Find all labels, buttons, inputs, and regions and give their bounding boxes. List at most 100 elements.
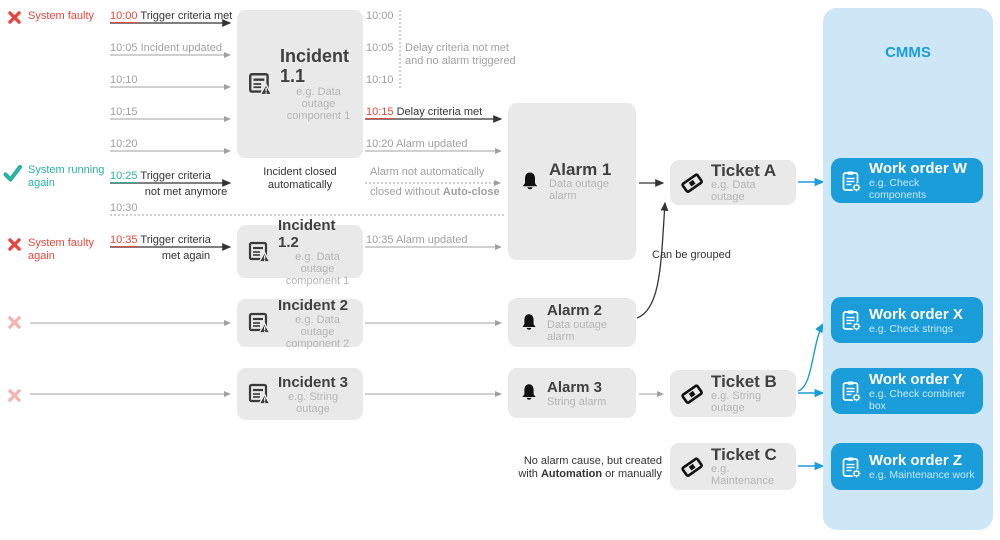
work-order-z-box: Work order Z e.g. Maintenance work: [831, 443, 983, 490]
incident-subtitle: outage: [296, 402, 330, 415]
work-order-subtitle: e.g. Check combiner box: [869, 387, 966, 412]
alarm-3-box: Alarm 3 String alarm: [508, 368, 636, 418]
timestamp: 10:10: [110, 74, 138, 86]
note-line: with Automation or manually: [518, 468, 662, 480]
ticket-title: Ticket B: [711, 372, 777, 391]
event-label: Trigger criteria: [140, 170, 211, 182]
auto-close-keyword: Auto-close: [442, 186, 500, 198]
incident-title: Incident 1.1: [280, 46, 350, 86]
note-line: Alarm not automatically: [370, 166, 485, 178]
event-label: Delay criteria met: [396, 106, 483, 118]
incident-title: Incident 3: [278, 373, 349, 391]
timestamp: 10:20: [110, 138, 138, 150]
incident-subtitle: e.g. Data outage: [295, 313, 340, 338]
alarm-2-box: Alarm 2 Data outage alarm: [508, 298, 636, 347]
alarm-subtitle: Data outage alarm: [547, 319, 607, 343]
timestamp: 10:05: [366, 42, 394, 54]
status-label: again: [28, 250, 55, 262]
status-system-running: System running again: [28, 164, 104, 190]
alarm-title: Alarm 1: [549, 160, 612, 179]
check-icon: [3, 164, 23, 188]
work-order-subtitle: e.g. Maintenance work: [869, 469, 975, 481]
work-order-subtitle: e.g. Check components: [869, 177, 927, 201]
work-order-title: Work order W: [869, 160, 968, 177]
incident-icon: [247, 240, 271, 264]
incident-title: Incident 1.2: [278, 216, 336, 251]
x-icon: [7, 10, 22, 30]
clipboard-gear-icon: [839, 308, 863, 332]
event-label: Incident updated: [140, 42, 222, 54]
incident-icon: [247, 311, 271, 335]
event-label: Trigger criteria: [140, 234, 211, 246]
incident-subtitle: e.g. String: [287, 390, 339, 403]
timestamp: 10:35: [110, 234, 138, 247]
incident-subtitle: component 1: [285, 274, 350, 287]
incident-icon: [247, 71, 273, 97]
event-label: Alarm updated: [395, 234, 468, 246]
note-line: closed without: [370, 186, 443, 198]
status-system-faulty: System faulty: [28, 10, 94, 23]
event-label: Alarm updated: [395, 138, 468, 150]
work-order-subtitle: e.g. Check strings: [869, 322, 954, 335]
timeline-row-1035-line2: met again: [136, 250, 236, 263]
clipboard-gear-icon: [839, 379, 863, 403]
timeline-row-1020: 10:20: [110, 138, 138, 151]
timestamp: 10:20: [366, 138, 394, 150]
work-order-w-box: Work order W e.g. Check components: [831, 158, 983, 203]
ticket-title: Ticket A: [711, 161, 777, 180]
alarm-1-box: Alarm 1 Data outage alarm: [508, 103, 636, 260]
ticket-icon: [680, 382, 704, 406]
timestamp: 10:10: [366, 74, 394, 86]
work-order-y-box: Work order Y e.g. Check combiner box: [831, 368, 983, 414]
x-icon: [7, 388, 22, 408]
incident-subtitle: e.g. Data outage: [296, 86, 341, 110]
bell-icon: [518, 170, 542, 194]
incident-subtitle: e.g. Data outage: [295, 250, 340, 275]
delay-note: Delay criteria not met and no alarm trig…: [405, 42, 516, 68]
mid-time-1000: 10:00: [366, 10, 394, 23]
note-line: Incident closed: [263, 166, 337, 178]
timestamp: 10:30: [110, 202, 138, 214]
note-line: Delay criteria not met: [405, 42, 509, 54]
timestamp: 10:15: [110, 106, 138, 118]
ticket-b-box: Ticket B e.g. String outage: [670, 370, 796, 417]
event-label: not met anymore: [144, 186, 228, 198]
note-line: automatically: [267, 179, 333, 191]
status-label: again: [28, 177, 55, 189]
incident-icon: [247, 382, 271, 406]
alarm-title: Alarm 3: [547, 378, 603, 396]
alarm-not-closed-note-line1: Alarm not automatically: [370, 166, 484, 179]
timeline-row-1025: 10:25 Trigger criteria: [110, 170, 211, 183]
alarm-subtitle: Data outage alarm: [549, 178, 609, 202]
clipboard-gear-icon: [839, 169, 863, 193]
ticket-title: Ticket C: [711, 445, 777, 464]
ticket-icon: [680, 171, 704, 195]
mid-row-1020: 10:20 Alarm updated: [366, 138, 468, 151]
x-icon: [7, 315, 22, 335]
ticket-icon: [680, 455, 704, 479]
timestamp: 10:35: [366, 234, 394, 246]
note-line: No alarm cause, but created: [523, 455, 662, 467]
timeline-row-1005: 10:05 Incident updated: [110, 42, 222, 55]
status-label: System running: [28, 164, 105, 176]
status-label: System faulty: [28, 237, 95, 249]
incident-title: Incident 2: [278, 296, 349, 314]
incident-closed-note: Incident closed automatically: [237, 166, 363, 192]
work-order-x-box: Work order X e.g. Check strings: [831, 297, 983, 343]
incident-subtitle: component 1: [286, 110, 351, 122]
timestamp: 10:00: [110, 10, 138, 23]
mid-row-1035: 10:35 Alarm updated: [366, 234, 468, 247]
work-order-title: Work order Z: [869, 452, 963, 469]
ticket-c-box: Ticket C e.g. Maintenance: [670, 443, 796, 490]
timeline-row-1010: 10:10: [110, 74, 138, 87]
note-line: Can be grouped: [652, 249, 731, 261]
event-label: met again: [161, 250, 211, 262]
timestamp: 10:25: [110, 170, 138, 183]
timestamp: 10:15: [366, 106, 394, 119]
mid-time-1010: 10:10: [366, 74, 394, 87]
timeline-row-1000: 10:00 Trigger criteria met: [110, 10, 232, 23]
